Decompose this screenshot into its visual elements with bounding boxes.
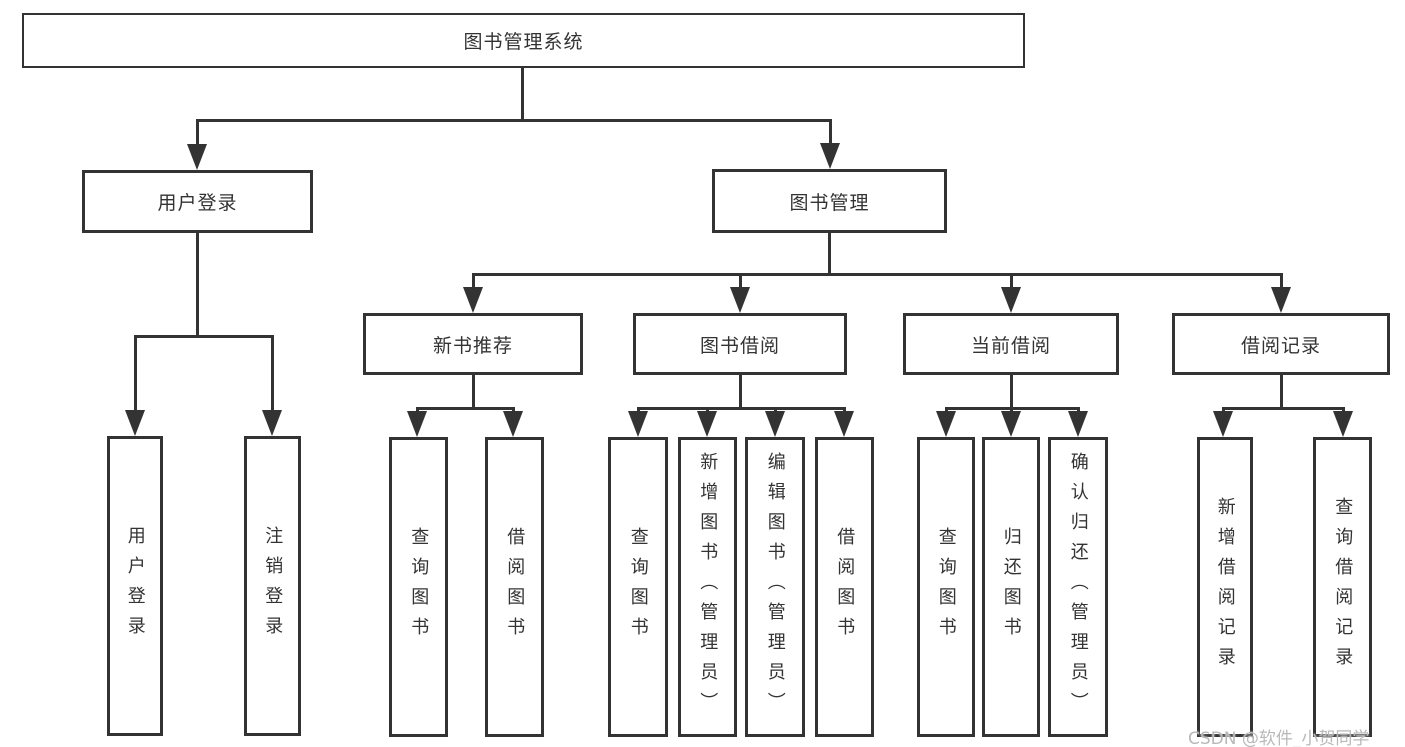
node-book-management: 图书管理 [712, 169, 947, 233]
connector-line [196, 119, 832, 122]
connector-line [196, 232, 199, 338]
connector-line [637, 407, 846, 410]
leaf-logout: 注销登录 [244, 436, 301, 736]
arrow-down-icon [765, 411, 785, 437]
node-label: 新书推荐 [432, 334, 513, 357]
leaf-add-book-admin: 新增图书（管理员） [678, 437, 737, 737]
leaf-label: 查询图书 [627, 527, 649, 647]
arrow-down-icon [1213, 411, 1233, 437]
leaf-edit-book-admin: 编辑图书（管理员） [745, 437, 805, 737]
node-label: 当前借阅 [970, 334, 1051, 357]
connector-line [271, 335, 274, 414]
leaf-borrow-book: 借阅图书 [485, 437, 544, 737]
arrow-down-icon [834, 411, 854, 437]
leaf-user-login: 用户登录 [107, 436, 163, 736]
connector-line [829, 119, 832, 148]
leaf-query-books: 查询图书 [917, 437, 975, 737]
node-label: 图书管理系统 [463, 31, 584, 53]
connector-line [134, 335, 274, 338]
arrow-down-icon [463, 287, 483, 313]
leaf-label: 注销登录 [262, 526, 284, 646]
arrow-down-icon [125, 410, 145, 436]
connector-line [1222, 407, 1344, 410]
connector-line [472, 273, 1282, 276]
arrow-down-icon [1001, 411, 1021, 437]
connector-line [1010, 375, 1013, 410]
node-user-login: 用户登录 [82, 170, 313, 233]
leaf-label: 编辑图书（管理员） [764, 452, 786, 722]
connector-line [1280, 375, 1283, 410]
leaf-return-book: 归还图书 [982, 437, 1040, 737]
leaf-label: 查询图书 [935, 527, 957, 647]
node-library-management-system: 图书管理系统 [22, 13, 1025, 68]
connector-line [472, 273, 475, 293]
arrow-down-icon [407, 411, 427, 437]
connector-line [1280, 273, 1283, 293]
arrow-down-icon [1001, 287, 1021, 313]
leaf-label: 查询图书 [408, 527, 430, 647]
connector-line [416, 407, 515, 410]
leaf-label: 查询借阅记录 [1332, 497, 1354, 677]
arrow-down-icon [820, 143, 840, 169]
connector-line [1010, 273, 1013, 293]
leaf-query-books: 查询图书 [608, 437, 668, 737]
arrow-down-icon [628, 411, 648, 437]
connector-line [739, 375, 742, 410]
node-book-borrow: 图书借阅 [633, 313, 847, 375]
arrow-down-icon [936, 411, 956, 437]
leaf-label: 确认归还（管理员） [1067, 452, 1089, 722]
connector-line [134, 335, 137, 414]
leaf-query-books: 查询图书 [389, 437, 448, 737]
node-new-book-recommend: 新书推荐 [363, 313, 583, 375]
leaf-label: 借阅图书 [504, 527, 526, 647]
leaf-label: 新增图书（管理员） [697, 452, 719, 722]
connector-line [472, 375, 475, 410]
leaf-label: 归还图书 [1000, 527, 1022, 647]
leaf-add-borrow-record: 新增借阅记录 [1197, 437, 1253, 737]
arrow-down-icon [503, 411, 523, 437]
arrow-down-icon [730, 287, 750, 313]
connector-line [521, 68, 524, 122]
leaf-borrow-book: 借阅图书 [815, 437, 874, 737]
arrow-down-icon [1068, 411, 1088, 437]
arrow-down-icon [187, 144, 207, 170]
leaf-label: 用户登录 [124, 526, 146, 646]
connector-line [828, 233, 831, 276]
node-borrow-records: 借阅记录 [1172, 313, 1390, 375]
connector-line [196, 119, 199, 148]
node-label: 借阅记录 [1240, 334, 1321, 357]
csdn-watermark: CSDN @软件_小贺同学 [1188, 729, 1370, 747]
node-label: 用户登录 [157, 192, 238, 214]
connector-line [739, 273, 742, 293]
node-label: 图书借阅 [699, 334, 780, 357]
leaf-label: 新增借阅记录 [1214, 497, 1236, 677]
arrow-down-icon [262, 410, 282, 436]
node-label: 图书管理 [789, 191, 870, 214]
arrow-down-icon [1333, 411, 1353, 437]
leaf-label: 借阅图书 [834, 527, 856, 647]
arrow-down-icon [697, 411, 717, 437]
leaf-query-borrow-record: 查询借阅记录 [1313, 437, 1372, 737]
arrow-down-icon [1271, 287, 1291, 313]
node-current-borrow: 当前借阅 [903, 313, 1119, 375]
leaf-confirm-return-admin: 确认归还（管理员） [1048, 437, 1108, 737]
